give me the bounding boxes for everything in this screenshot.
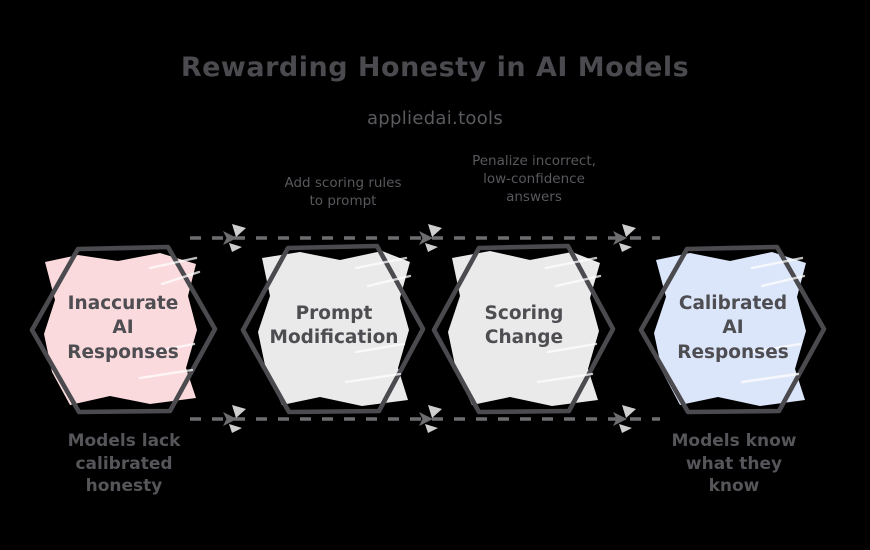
node-label-calibrated-ai-responses: Calibrated AI Responses <box>677 293 789 363</box>
hexagon-fill-1 <box>44 253 197 405</box>
page-subtitle: appliedai.tools <box>366 108 504 129</box>
arrowhead-highlights-top <box>229 224 636 252</box>
hexagon-fill-3 <box>448 251 600 406</box>
hexagon-fills <box>44 251 806 406</box>
hexagon-fill-2 <box>258 251 410 406</box>
node-label-prompt-modification: Prompt Modification <box>269 303 399 349</box>
hexagon-outline-2 <box>240 243 426 415</box>
hexagon-outline-1 <box>29 244 218 415</box>
arrowhead-highlights-bottom <box>229 405 636 433</box>
page-title: Rewarding Honesty in AI Models <box>180 52 690 83</box>
hexagon-outline-3 <box>431 243 616 415</box>
node-label-scoring-change: Scoring Change <box>484 303 564 349</box>
hexagon-fill-4 <box>654 252 806 406</box>
hexagon-outline-4 <box>638 244 827 415</box>
connector-row-top <box>190 224 660 252</box>
hexagon-outlines <box>29 243 827 415</box>
connector-row-bottom <box>190 405 660 433</box>
connector-arrowheads-top <box>223 231 627 245</box>
connector-arrowheads-bottom <box>223 412 627 426</box>
caption-models-lack-calibrated-honesty: Models lack calibrated honesty <box>67 431 181 497</box>
edge-label-add-scoring-rules: Add scoring rules to prompt <box>284 175 402 210</box>
caption-models-know-what-they-know: Models know what they know <box>671 431 797 497</box>
edge-label-penalize-incorrect: Penalize incorrect, low-confidence answe… <box>472 153 596 206</box>
sketch-strokes <box>138 256 806 384</box>
node-label-inaccurate-ai-responses: Inaccurate AI Responses <box>67 293 179 363</box>
